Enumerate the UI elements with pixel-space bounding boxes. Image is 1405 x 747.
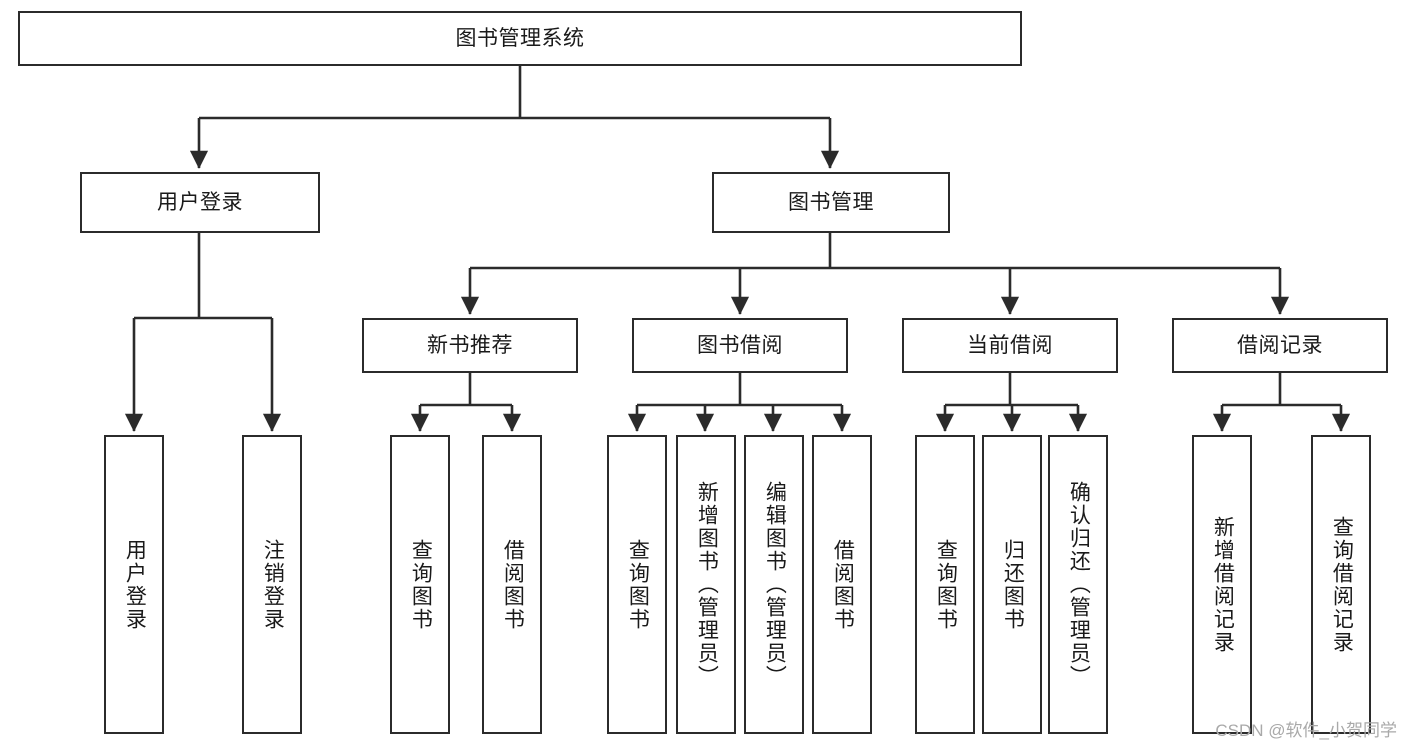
node-book-management-label: 图书管理 bbox=[788, 190, 874, 214]
node-leaf-query-borrow-record[interactable]: 查询借阅记录 bbox=[1311, 435, 1371, 734]
node-leaf-query-book-current[interactable]: 查询图书 bbox=[915, 435, 975, 734]
node-root-label: 图书管理系统 bbox=[455, 26, 585, 50]
node-leaf-query-borrow-record-label: 查询借阅记录 bbox=[1330, 515, 1354, 654]
node-borrow-record[interactable]: 借阅记录 bbox=[1172, 318, 1388, 373]
node-leaf-confirm-return-admin-label: 确认归还（管理员） bbox=[1067, 481, 1091, 688]
node-leaf-borrow-book-label: 借阅图书 bbox=[831, 538, 855, 631]
node-leaf-add-borrow-record[interactable]: 新增借阅记录 bbox=[1192, 435, 1252, 734]
node-root[interactable]: 图书管理系统 bbox=[18, 11, 1022, 66]
node-leaf-borrow-book[interactable]: 借阅图书 bbox=[812, 435, 872, 734]
node-leaf-user-login-label: 用户登录 bbox=[123, 538, 147, 631]
node-leaf-edit-book-admin[interactable]: 编辑图书（管理员） bbox=[744, 435, 804, 734]
node-new-book-recommend[interactable]: 新书推荐 bbox=[362, 318, 578, 373]
node-new-book-recommend-label: 新书推荐 bbox=[427, 333, 513, 357]
node-leaf-add-borrow-record-label: 新增借阅记录 bbox=[1211, 515, 1235, 654]
node-leaf-confirm-return-admin[interactable]: 确认归还（管理员） bbox=[1048, 435, 1108, 734]
node-leaf-borrow-book-recommend[interactable]: 借阅图书 bbox=[482, 435, 542, 734]
node-current-borrow-label: 当前借阅 bbox=[967, 333, 1053, 357]
node-borrow-record-label: 借阅记录 bbox=[1237, 333, 1323, 357]
node-leaf-add-book-admin[interactable]: 新增图书（管理员） bbox=[676, 435, 736, 734]
node-leaf-add-book-admin-label: 新增图书（管理员） bbox=[695, 481, 719, 688]
node-leaf-edit-book-admin-label: 编辑图书（管理员） bbox=[763, 481, 787, 688]
node-leaf-query-book-recommend-label: 查询图书 bbox=[409, 538, 433, 631]
node-user-login[interactable]: 用户登录 bbox=[80, 172, 320, 233]
node-leaf-return-book[interactable]: 归还图书 bbox=[982, 435, 1042, 734]
csdn-watermark: CSDN @软件_小贺同学 bbox=[1215, 721, 1397, 740]
node-leaf-query-book-current-label: 查询图书 bbox=[934, 538, 958, 631]
node-current-borrow[interactable]: 当前借阅 bbox=[902, 318, 1118, 373]
node-leaf-borrow-book-recommend-label: 借阅图书 bbox=[501, 538, 525, 631]
node-user-login-label: 用户登录 bbox=[157, 190, 243, 214]
node-leaf-query-book-recommend[interactable]: 查询图书 bbox=[390, 435, 450, 734]
node-leaf-user-login[interactable]: 用户登录 bbox=[104, 435, 164, 734]
node-leaf-logout-login-label: 注销登录 bbox=[261, 538, 285, 631]
node-leaf-logout-login[interactable]: 注销登录 bbox=[242, 435, 302, 734]
node-leaf-return-book-label: 归还图书 bbox=[1001, 538, 1025, 631]
node-leaf-query-book-borrow[interactable]: 查询图书 bbox=[607, 435, 667, 734]
node-book-management[interactable]: 图书管理 bbox=[712, 172, 950, 233]
node-book-borrow-label: 图书借阅 bbox=[697, 333, 783, 357]
node-leaf-query-book-borrow-label: 查询图书 bbox=[626, 538, 650, 631]
node-book-borrow[interactable]: 图书借阅 bbox=[632, 318, 848, 373]
